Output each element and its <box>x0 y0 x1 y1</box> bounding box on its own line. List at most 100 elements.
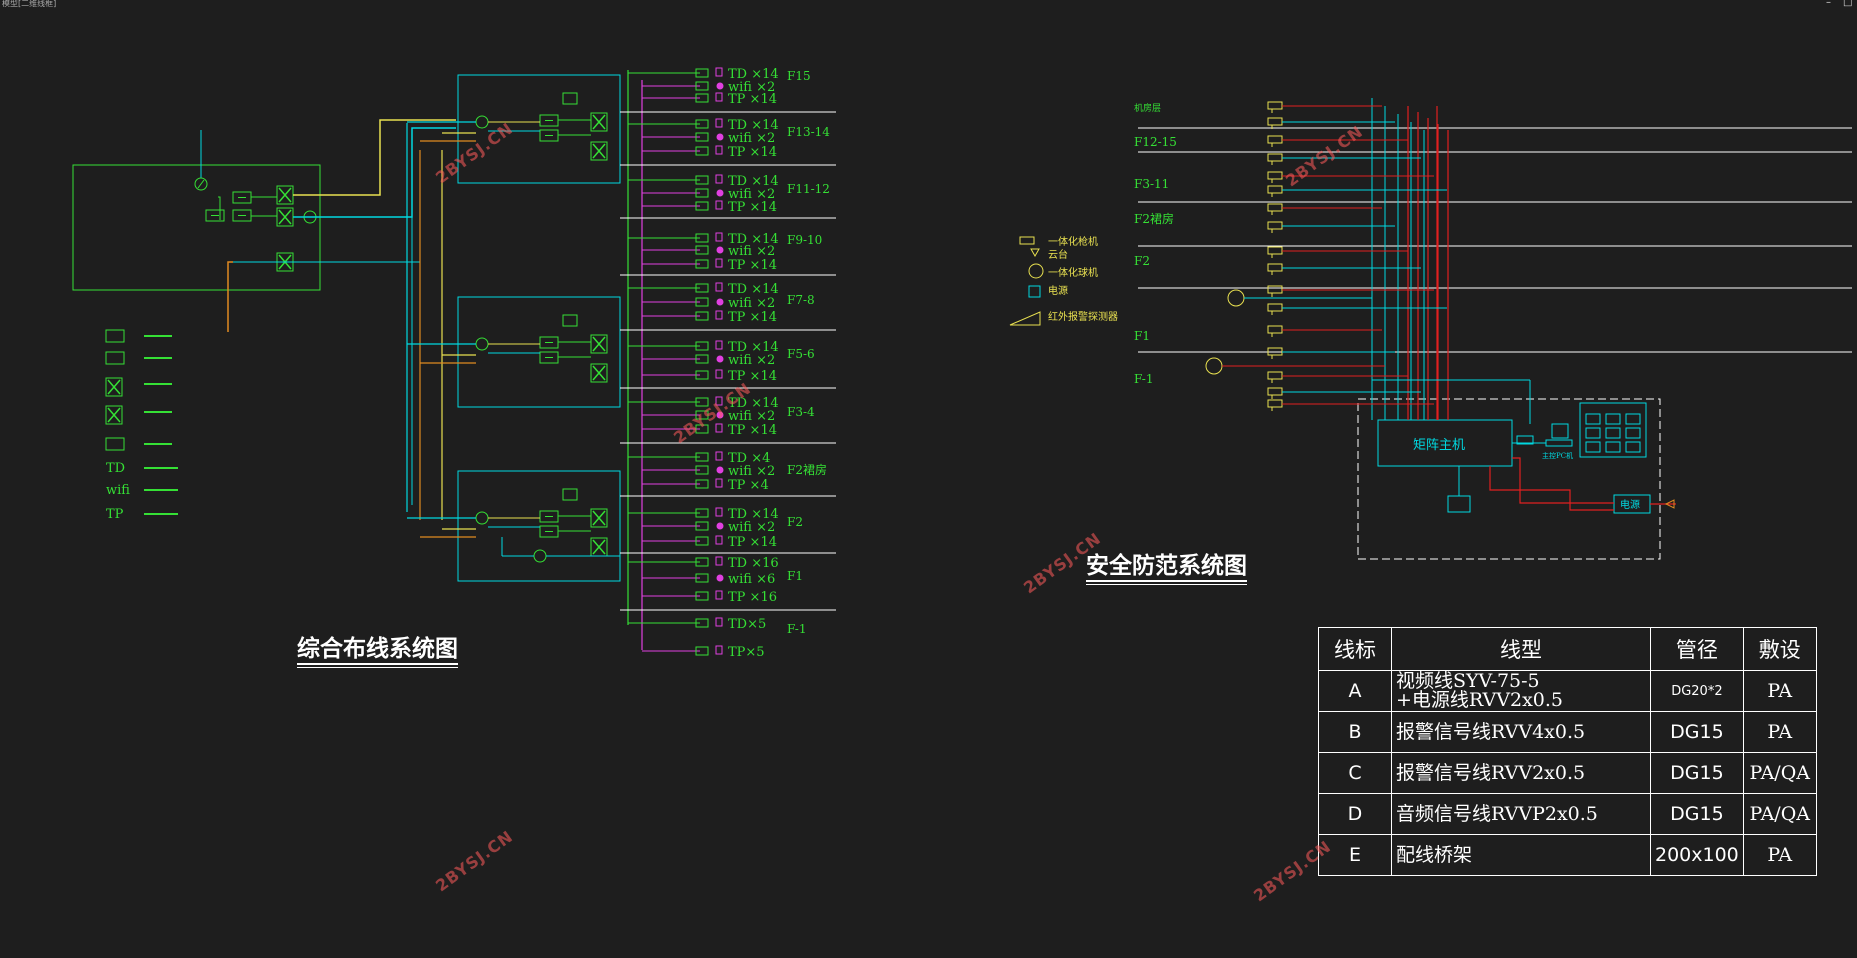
cell-code: D <box>1318 793 1392 835</box>
outlet-label: TP ×14 <box>728 310 777 325</box>
outlet-tag <box>695 297 709 307</box>
wifi-outlet-icon <box>716 246 724 254</box>
minimize-icon[interactable]: – <box>1826 0 1831 8</box>
wifi-outlet-icon <box>716 355 724 363</box>
cell-type: 报警信号线RVV2x0.5 <box>1391 752 1651 794</box>
cell-type-line1: 视频线SYV-75-5 <box>1396 670 1540 692</box>
wire <box>227 261 233 332</box>
outlet-label: TD ×16 <box>728 556 779 571</box>
table-row: E 配线桥架 200x100 PA <box>1318 834 1817 876</box>
power-icon <box>562 488 578 501</box>
col-header-type: 线型 <box>1391 627 1651 671</box>
outlet-label: TD ×14 <box>728 282 779 297</box>
viewport-label[interactable]: 模型[二维线框] <box>2 0 57 8</box>
camera-icon <box>1267 399 1283 408</box>
phone-outlet-icon <box>715 535 723 545</box>
outlet-tag <box>695 536 709 546</box>
dome-camera-icon <box>1205 357 1223 375</box>
wire <box>1489 466 1614 511</box>
security-floor-label: F-1 <box>1134 372 1153 386</box>
outlet-tag <box>695 93 709 103</box>
matrix-host-label: 矩阵主机 <box>1413 438 1465 453</box>
idf-cabinet <box>457 470 621 582</box>
table-row: A 视频线SYV-75-5 +电源线RVV2x0.5 DG20*2 PA <box>1318 670 1817 712</box>
switch-icon-part <box>284 209 292 225</box>
switch-icon-part <box>598 143 606 159</box>
monitor-cell <box>1625 413 1641 425</box>
phone-outlet-icon <box>715 369 723 379</box>
outlet-label: wifi ×2 <box>728 131 775 146</box>
control-room-boundary <box>1357 398 1661 560</box>
outlet-label: TD×5 <box>728 617 766 632</box>
outlet-label: TP ×14 <box>728 92 777 107</box>
outlet-tag <box>695 410 709 420</box>
cell-laying: PA <box>1742 670 1817 712</box>
switch-icon <box>590 363 608 383</box>
outlet-tag <box>695 646 709 656</box>
monitor-cell <box>1585 427 1601 439</box>
table-header-row: 线标 线型 管径 敷设 <box>1318 627 1817 671</box>
camera-icon <box>1267 135 1283 144</box>
outlet-label: wifi ×2 <box>728 244 775 259</box>
outlet-label: wifi ×2 <box>728 296 775 311</box>
switch-icon <box>105 377 123 397</box>
data-outlet-icon <box>715 340 723 350</box>
cell-type-line2: +电源线RVV2x0.5 <box>1396 689 1564 711</box>
outlet-label: TD ×14 <box>728 232 779 247</box>
outlet-tag <box>695 397 709 407</box>
camera-icon <box>1267 171 1283 180</box>
phone-outlet-icon <box>715 310 723 320</box>
outlet-label: TD ×14 <box>728 507 779 522</box>
switch-icon-part <box>598 539 606 555</box>
floor-label: F11-12 <box>787 182 830 196</box>
switch-icon-part <box>113 407 121 423</box>
outlet-tag <box>695 370 709 380</box>
floor-label: F7-8 <box>787 293 815 307</box>
camera-icon <box>1267 285 1283 294</box>
isolator-icon <box>475 511 489 525</box>
data-outlet-icon <box>715 232 723 242</box>
outlet-tag <box>695 68 709 78</box>
maximize-icon[interactable]: □ <box>1843 0 1853 8</box>
camera-icon <box>1267 325 1283 334</box>
phone-outlet-icon <box>715 145 723 155</box>
cell-laying: PA <box>1742 834 1817 876</box>
legend-patch-panel-icon <box>105 329 125 343</box>
isolator-icon <box>475 337 489 351</box>
outlet-tag <box>695 81 709 91</box>
idf-cabinet <box>457 74 621 184</box>
data-outlet-icon <box>715 118 723 128</box>
camera-icon <box>1267 101 1283 110</box>
monitor-cell <box>1605 427 1621 439</box>
legend-power-icon <box>1028 285 1041 298</box>
cable-spec-table: 线标 线型 管径 敷设 A 视频线SYV-75-5 +电源线RVV2x0.5 D… <box>1318 627 1817 876</box>
outlet-tag <box>695 573 709 583</box>
outlet-tag <box>695 479 709 489</box>
wifi-outlet-icon <box>716 82 724 90</box>
monitor-cell <box>1605 441 1621 453</box>
pc-monitor-icon <box>1551 423 1569 439</box>
floor-label: F1 <box>787 569 803 583</box>
table-row: C 报警信号线RVV2x0.5 DG15 PA/QA <box>1318 752 1817 794</box>
cell-type: 视频线SYV-75-5 +电源线RVV2x0.5 <box>1391 670 1651 712</box>
outlet-tag <box>695 341 709 351</box>
outlet-label: wifi ×2 <box>728 80 775 95</box>
camera-icon <box>1267 117 1283 126</box>
switch-icon <box>105 405 123 425</box>
cell-laying: PA <box>1742 711 1817 753</box>
camera-icon <box>1267 303 1283 312</box>
outlet-tag <box>695 508 709 518</box>
monitor-cell <box>1625 441 1641 453</box>
wifi-outlet-icon <box>716 522 724 530</box>
cell-type: 报警信号线RVV4x0.5 <box>1391 711 1651 753</box>
wifi-outlet-icon <box>716 189 724 197</box>
cell-code: B <box>1318 711 1392 753</box>
outlet-label: wifi ×2 <box>728 520 775 535</box>
outlet-label: TP×5 <box>728 645 765 660</box>
monitor-cell <box>1585 441 1601 453</box>
outlet-tag <box>695 424 709 434</box>
window-title-bar: 模型[二维线框] – □ <box>0 0 1857 8</box>
phone-outlet-icon <box>715 92 723 102</box>
floor-label: F2裙房 <box>787 462 827 477</box>
